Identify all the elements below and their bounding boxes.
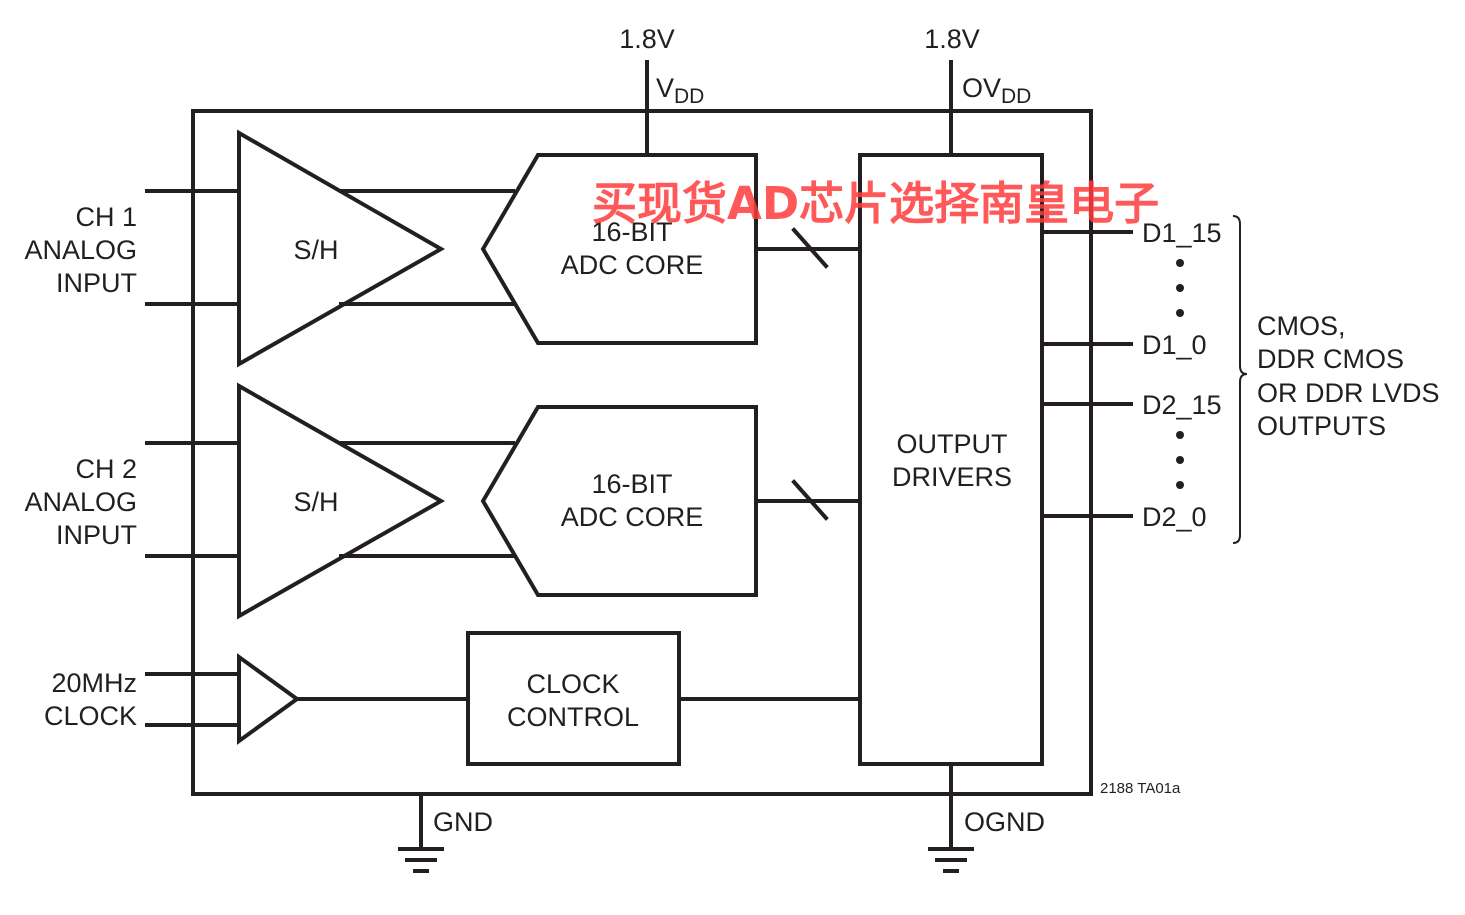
vdd-label: VDD — [656, 73, 704, 108]
ellipsis-dots-2 — [1176, 431, 1184, 489]
ellipsis-dots-1 — [1176, 259, 1184, 317]
output-drivers-block — [858, 153, 1044, 766]
sample-hold-1 — [237, 129, 446, 368]
adc2-line1: 16-BIT — [591, 469, 672, 499]
clock-label-line1: 20MHz — [51, 668, 137, 698]
gnd-symbol: GND — [398, 792, 493, 873]
output-drivers: OUTPUT DRIVERS — [858, 153, 1044, 766]
ch2-label-line3: INPUT — [56, 520, 137, 550]
adc2-line2: ADC CORE — [561, 502, 704, 532]
clock-control-line2: CONTROL — [507, 702, 639, 732]
bus-slash-1 — [791, 227, 829, 269]
sh2-label: S/H — [293, 487, 338, 517]
sample-hold-2 — [237, 382, 446, 620]
channel-2: S/H 16-BIT ADC CORE CH 2 ANALOG INPUT — [24, 382, 862, 620]
output-drivers-line1: OUTPUT — [897, 429, 1008, 459]
ovdd-voltage: 1.8V — [924, 24, 980, 54]
pin-d2-15: D2_15 — [1142, 390, 1222, 420]
figure-id: 2188 TA01a — [1100, 780, 1181, 797]
ovdd-label: OVDD — [962, 73, 1031, 108]
output-brace — [1232, 215, 1248, 544]
clock-buffer — [237, 653, 301, 745]
adc-core-1 — [480, 153, 758, 345]
clock-path: CLOCK CONTROL 20MHz CLOCK — [44, 631, 862, 766]
ognd-label: OGND — [964, 807, 1045, 837]
clock-label-line2: CLOCK — [44, 701, 137, 731]
vdd-supply: 1.8V VDD — [619, 24, 704, 157]
output-pins: D1_15 D1_0 D2_15 D2_0 CMOS, DDR CMOS OR … — [1040, 215, 1440, 544]
adc1-line2: ADC CORE — [561, 250, 704, 280]
gnd-label: GND — [433, 807, 493, 837]
pin-d2-0: D2_0 — [1142, 502, 1207, 532]
output-desc-line3: OR DDR LVDS — [1257, 378, 1440, 408]
chip-outline — [191, 109, 1093, 796]
output-drivers-line2: DRIVERS — [892, 462, 1012, 492]
adc1-line1: 16-BIT — [591, 217, 672, 247]
output-desc-line2: DDR CMOS — [1257, 344, 1404, 374]
adc-core-2 — [480, 405, 758, 597]
vdd-voltage: 1.8V — [619, 24, 675, 54]
watermark-text: 买现货AD芯片选择南皇电子 — [592, 177, 1159, 230]
ch2-label-line2: ANALOG — [24, 487, 137, 517]
pin-d1-15: D1_15 — [1142, 218, 1222, 248]
channel-1: S/H 16-BIT ADC CORE CH 1 ANALOG INPUT — [24, 129, 862, 368]
ognd-symbol: OGND — [928, 762, 1045, 873]
ch1-label-line2: ANALOG — [24, 235, 137, 265]
ch2-label-line1: CH 2 — [75, 454, 137, 484]
pin-d1-0: D1_0 — [1142, 330, 1207, 360]
bus-slash-2 — [791, 479, 829, 521]
output-desc-line1: CMOS, — [1257, 311, 1346, 341]
ovdd-supply: 1.8V OVDD — [924, 24, 1031, 157]
ch1-label-line3: INPUT — [56, 268, 137, 298]
clock-control-line1: CLOCK — [526, 669, 619, 699]
output-desc-line4: OUTPUTS — [1257, 411, 1386, 441]
sh1-label: S/H — [293, 235, 338, 265]
ch1-label-line1: CH 1 — [75, 202, 137, 232]
